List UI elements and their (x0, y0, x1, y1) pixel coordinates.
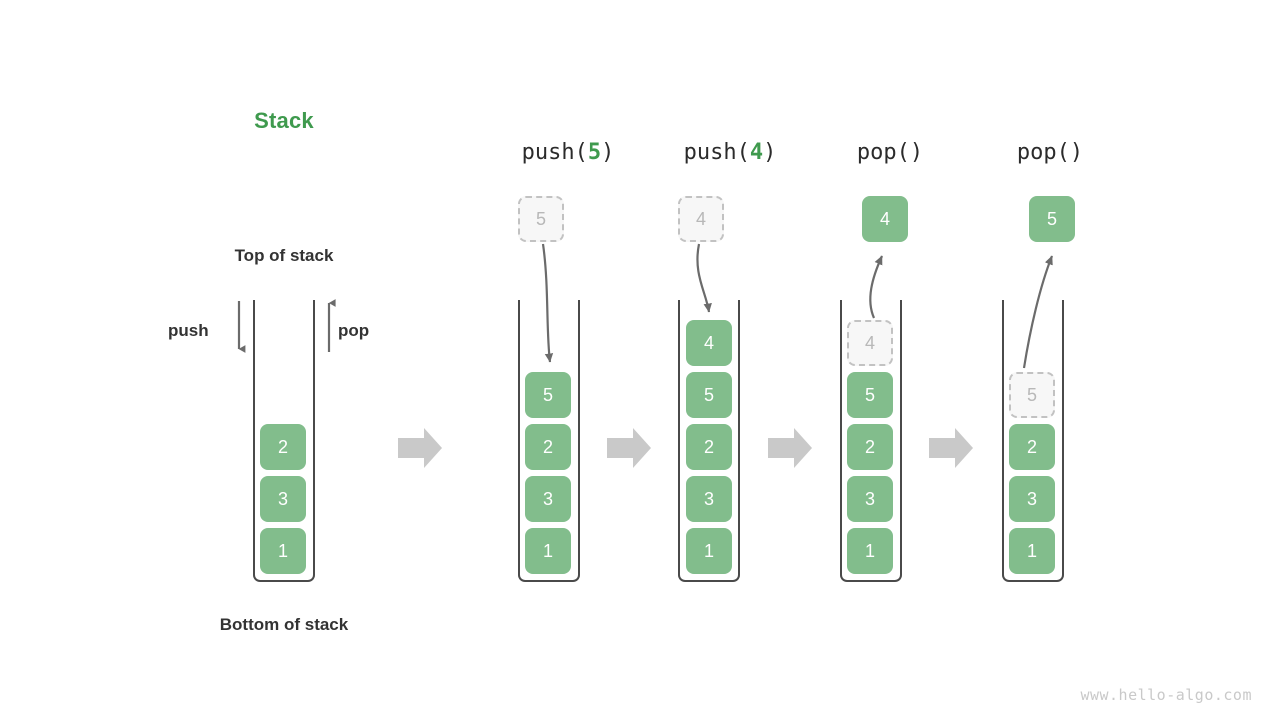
op-label-push-4: push(4) (683, 140, 777, 165)
stack-box: 3 (1009, 476, 1055, 522)
push-label: push (168, 321, 209, 340)
popped-box: 5 (1029, 196, 1075, 242)
bottom-of-stack-label: Bottom of stack (219, 615, 349, 634)
stack-box: 1 (525, 528, 571, 574)
stack-container (678, 300, 740, 582)
page-title: Stack (254, 108, 314, 133)
stack-container (518, 300, 580, 582)
stack-container (1002, 300, 1064, 582)
stack-box: 1 (1009, 528, 1055, 574)
floating-ghost-box: 4 (678, 196, 724, 242)
stack-box: 5 (525, 372, 571, 418)
stack-box: 4 (686, 320, 732, 366)
popped-box: 4 (862, 196, 908, 242)
stack-container (840, 300, 902, 582)
op-label-pop-2: pop() (1016, 140, 1084, 165)
stack-box: 3 (525, 476, 571, 522)
removed-ghost-box: 4 (847, 320, 893, 366)
floating-ghost-box: 5 (518, 196, 564, 242)
stack-box: 2 (686, 424, 732, 470)
stack-box: 5 (686, 372, 732, 418)
pop-label: pop (338, 321, 370, 340)
stack-box: 2 (1009, 424, 1055, 470)
stack-box: 1 (686, 528, 732, 574)
stack-box: 1 (260, 528, 306, 574)
stack-box: 3 (260, 476, 306, 522)
stack-box: 5 (847, 372, 893, 418)
stack-box: 2 (847, 424, 893, 470)
watermark: www.hello-algo.com (1080, 686, 1252, 704)
stack-box: 2 (260, 424, 306, 470)
op-label-push-5: push(5) (521, 140, 615, 165)
removed-ghost-box: 5 (1009, 372, 1055, 418)
stack-box: 1 (847, 528, 893, 574)
flow-arrow-4 (929, 428, 973, 468)
stack-box: 3 (686, 476, 732, 522)
stack-box: 2 (525, 424, 571, 470)
stack-box: 3 (847, 476, 893, 522)
flow-arrow-1 (398, 428, 442, 468)
stack-container (253, 300, 315, 582)
op-label-pop-1: pop() (856, 140, 924, 165)
top-of-stack-label: Top of stack (234, 246, 334, 265)
flow-arrow-2 (607, 428, 651, 468)
flow-arrow-3 (768, 428, 812, 468)
